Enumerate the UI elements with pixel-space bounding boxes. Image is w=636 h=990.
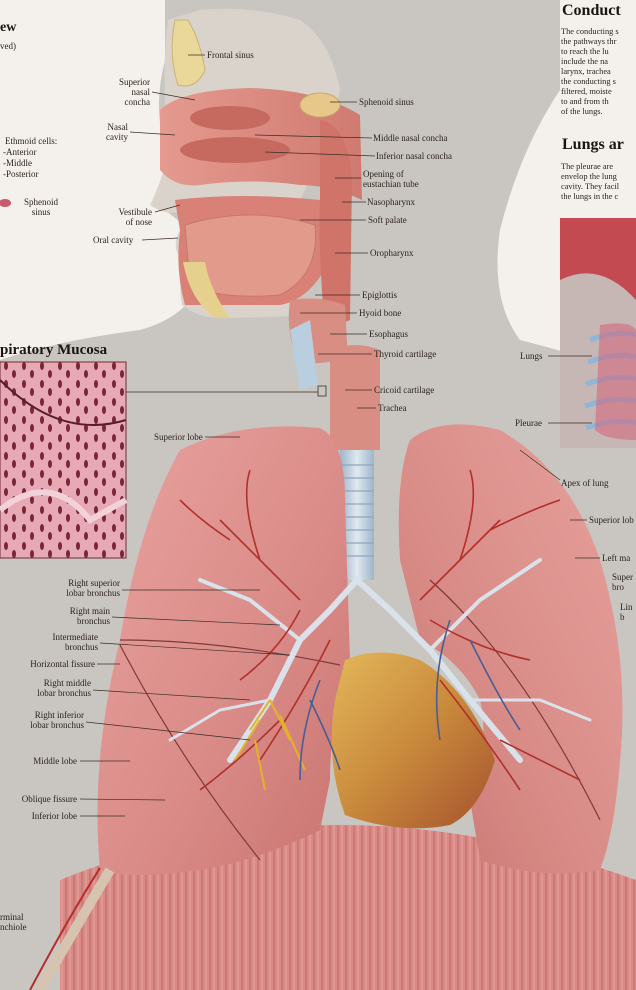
inferior-concha-shape	[180, 137, 290, 163]
label-left-main: Left ma	[602, 553, 630, 563]
pleurae-inset-label: Pleurae	[515, 418, 542, 428]
label-thyroid-cartilage: Thyroid cartilage	[374, 349, 436, 359]
ethmoid-item: -Middle	[3, 158, 32, 168]
label-nasopharynx: Nasopharynx	[367, 197, 415, 207]
label-epiglottis: Epiglottis	[362, 290, 397, 300]
label-oropharynx: Oropharynx	[370, 248, 414, 258]
label-inferior-nasal-concha: Inferior nasal concha	[376, 151, 452, 161]
label-middle-nasal-concha: Middle nasal concha	[373, 133, 447, 143]
ethmoid-title: Ethmoid cells:	[5, 136, 57, 146]
overview-heading: ew	[0, 20, 16, 36]
label-soft-palate: Soft palate	[368, 215, 407, 225]
label-frontal-sinus: Frontal sinus	[207, 50, 254, 60]
label-oblique-fissure: Oblique fissure	[0, 794, 77, 804]
conducting-heading: Conduct	[562, 2, 621, 20]
mucosa-heading: piratory Mucosa	[0, 342, 107, 359]
inset-lung-icon	[595, 323, 636, 440]
label-cricoid-cartilage: Cricoid cartilage	[374, 385, 434, 395]
label-superior-lobe-right-lung: Superior lobe	[154, 432, 203, 442]
pharynx-shape	[320, 120, 352, 330]
label-superior-lobe-left-lung: Superior lob	[589, 515, 634, 525]
lungs-inset-label: Lungs	[520, 351, 543, 361]
sphenoid-sinus-shape	[300, 93, 340, 117]
label-horizontal-fissure: Horizontal fissure	[0, 659, 95, 669]
label-sphenoid-sinus: Sphenoid sinus	[359, 97, 414, 107]
label-oral-cavity: Oral cavity	[93, 235, 133, 245]
label-apex-of-lung: Apex of lung	[561, 478, 609, 488]
ethmoid-item: -Posterior	[3, 169, 39, 179]
label-inferior-lobe: Inferior lobe	[0, 811, 77, 821]
neck-tissue	[330, 345, 380, 450]
label-trachea: Trachea	[378, 403, 407, 413]
ethmoid-item: -Anterior	[3, 147, 37, 157]
middle-concha-shape	[190, 106, 270, 130]
label-hyoid-bone: Hyoid bone	[359, 308, 401, 318]
label-esophagus: Esophagus	[369, 329, 408, 339]
overview-subheading: ved)	[0, 41, 16, 51]
lungs-heading: Lungs ar	[562, 136, 624, 154]
mucosa-inset	[0, 362, 126, 558]
label-middle-lobe: Middle lobe	[0, 756, 77, 766]
